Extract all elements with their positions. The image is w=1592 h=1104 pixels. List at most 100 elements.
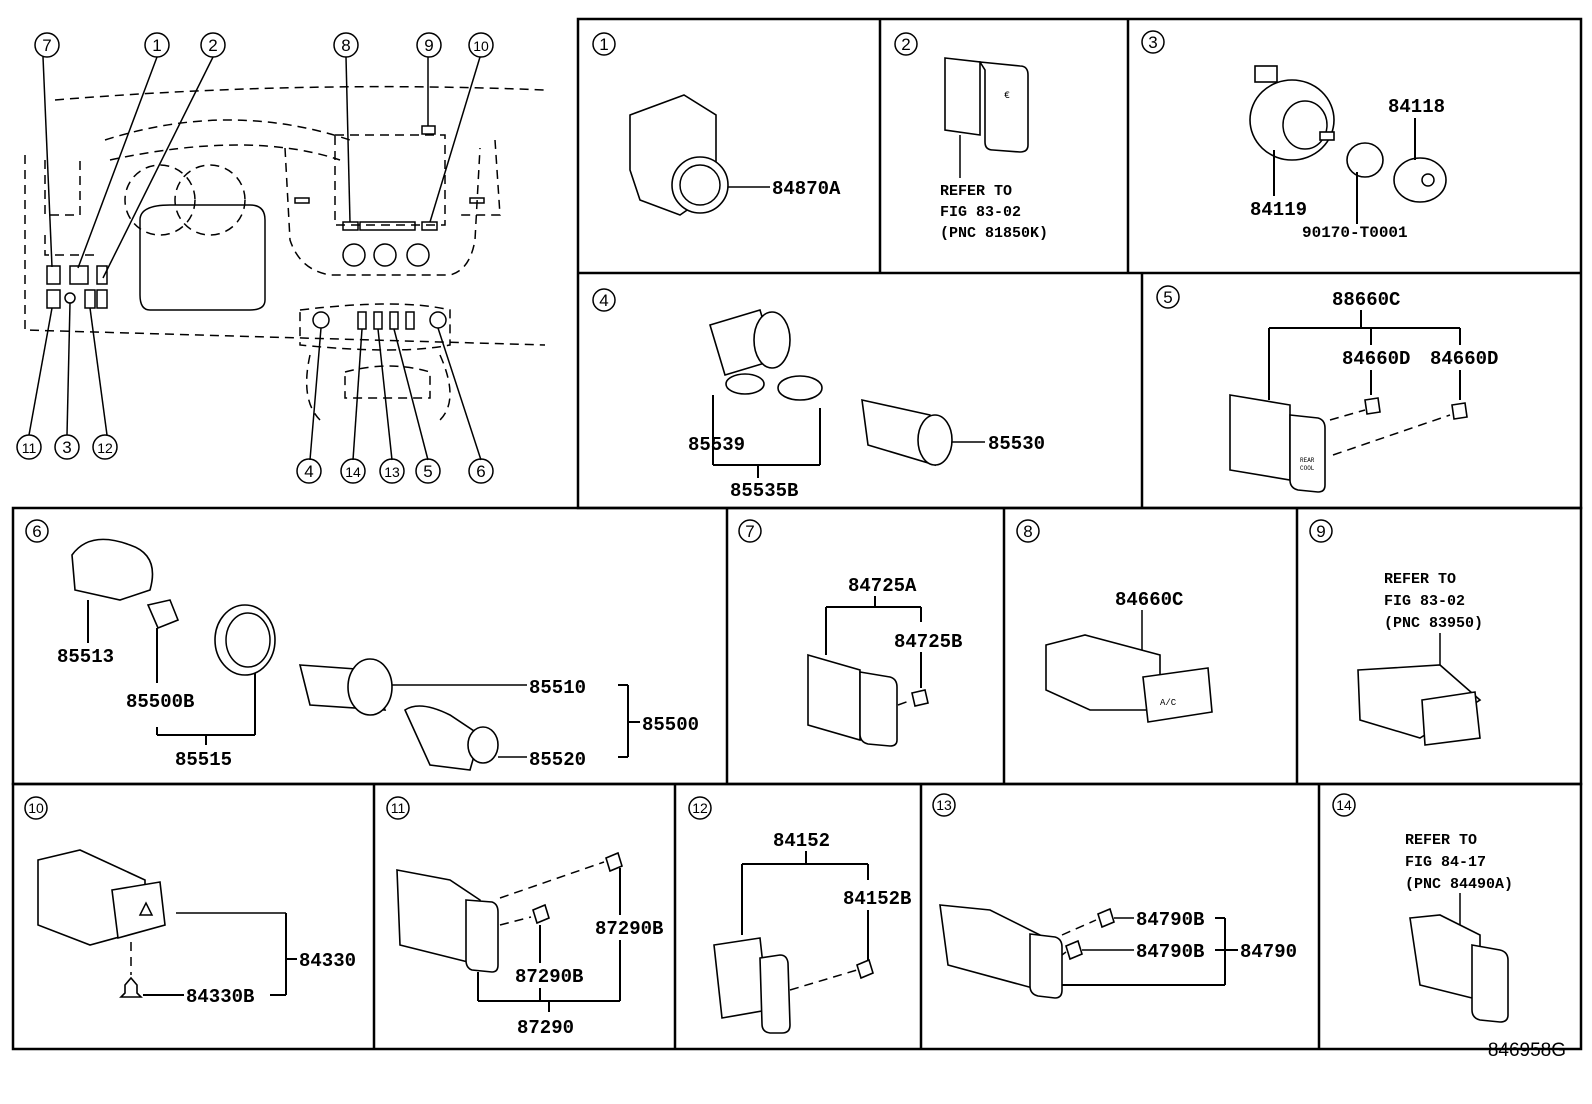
panel-12: 12 84152 84152B xyxy=(688,796,911,1034)
refer-line: FIG 84-17 xyxy=(1405,854,1486,871)
panel-frames xyxy=(11,17,1583,1051)
panel-number: 12 xyxy=(692,800,708,816)
cigarette-lighter-drawing xyxy=(71,538,499,771)
callout-label: 7 xyxy=(42,36,51,55)
callout-label: 9 xyxy=(424,36,433,55)
switch-label-line: REAR xyxy=(1300,457,1315,464)
refer-line: REFER TO xyxy=(940,183,1012,200)
part-number: 84870A xyxy=(772,178,841,200)
ac-switch-drawing: A/C xyxy=(1045,634,1213,723)
panel-number: 8 xyxy=(1023,522,1032,541)
callout-label: 2 xyxy=(208,36,217,55)
part-number: 84660D xyxy=(1342,348,1410,370)
callout-label: 1 xyxy=(152,36,161,55)
panel-4: 4 85539 85535B 85530 xyxy=(592,288,1045,502)
part-number: 85500B xyxy=(126,691,194,713)
callout-14: 14 xyxy=(340,458,366,484)
switch-label-line: COOL xyxy=(1300,465,1315,472)
panel-3: 3 84119 84118 90170-T0001 xyxy=(1141,30,1447,242)
callout-1: 1 xyxy=(144,32,170,58)
callout-13: 13 xyxy=(379,458,405,484)
part-number: 85510 xyxy=(529,677,586,699)
rheostat-drawing xyxy=(1249,65,1447,203)
panel-13: 13 84790B 84790B 84790 xyxy=(932,793,1297,999)
panel-9: 9 REFER TO FIG 83-02 (PNC 83950) xyxy=(1309,519,1483,746)
callout-label: 14 xyxy=(345,464,361,480)
overview-callouts: 7 1 2 8 9 10 11 3 12 4 14 13 5 6 xyxy=(16,32,494,484)
panel-6: 6 85513 85500B 85515 85510 85520 85500 xyxy=(25,519,699,771)
panel-number: 9 xyxy=(1316,522,1325,541)
callout-12: 12 xyxy=(92,434,118,460)
panel-number: 1 xyxy=(599,35,608,54)
callout-6: 6 xyxy=(468,458,494,484)
part-number: 85513 xyxy=(57,646,114,668)
switch-drawing: € xyxy=(944,57,1029,153)
part-number: 90170-T0001 xyxy=(1302,224,1408,242)
callout-11: 11 xyxy=(16,434,42,460)
mirror-switch-drawing xyxy=(629,94,729,216)
part-number: 84330 xyxy=(299,950,356,972)
panel-8: 8 84660C A/C xyxy=(1016,519,1213,723)
part-number: 85539 xyxy=(688,434,745,456)
callout-label: 6 xyxy=(476,462,485,481)
refer-line: FIG 83-02 xyxy=(1384,593,1465,610)
part-number: 85515 xyxy=(175,749,232,771)
panel-10: 10 84330 84330B xyxy=(24,796,356,1008)
part-number: 84660C xyxy=(1115,589,1183,611)
panel-number: 13 xyxy=(936,797,952,813)
panel-number: 7 xyxy=(745,522,754,541)
part-number: 84725B xyxy=(894,631,962,653)
part-number: 87290 xyxy=(517,1017,574,1039)
refer-line: FIG 83-02 xyxy=(940,204,1021,221)
fog-switch-drawing xyxy=(939,904,1115,999)
part-number: 84790B xyxy=(1136,941,1204,963)
refer-line: (PNC 81850K) xyxy=(940,225,1048,242)
part-number: 84118 xyxy=(1388,96,1445,118)
callout-label: 4 xyxy=(304,462,313,481)
panel-2: 2 € REFER TO FIG 83-02 (PNC 81850K) xyxy=(894,32,1048,242)
switch-drawing xyxy=(396,851,623,973)
panel-number: 10 xyxy=(28,800,44,816)
rear-cooler-switch-drawing: REAR COOL xyxy=(1229,394,1468,493)
panel-number: 14 xyxy=(1336,797,1352,813)
switch-drawing xyxy=(1357,664,1482,746)
callout-label: 8 xyxy=(341,36,350,55)
switch-label: A/C xyxy=(1160,698,1177,708)
part-number: 84790 xyxy=(1240,941,1297,963)
part-number: 84152 xyxy=(773,830,830,852)
refer-line: REFER TO xyxy=(1405,832,1477,849)
refer-line: (PNC 83950) xyxy=(1384,615,1483,632)
part-number: 87290B xyxy=(515,966,583,988)
callout-label: 10 xyxy=(473,38,489,54)
callout-label: 13 xyxy=(384,464,400,480)
callout-7: 7 xyxy=(34,32,60,58)
callout-9: 9 xyxy=(416,32,442,58)
callout-label: 11 xyxy=(22,440,37,456)
callout-5: 5 xyxy=(415,458,441,484)
panel-number: 4 xyxy=(599,291,608,310)
part-number: 85500 xyxy=(642,714,699,736)
hazard-switch-drawing xyxy=(37,849,166,998)
part-number: 85520 xyxy=(529,749,586,771)
panel-14: 14 REFER TO FIG 84-17 (PNC 84490A) xyxy=(1332,793,1513,1023)
panel-1: 1 84870A xyxy=(592,32,841,216)
switch-drawing xyxy=(807,653,929,747)
part-number: 84119 xyxy=(1250,199,1307,221)
panel-number: 3 xyxy=(1148,33,1157,52)
panel-number: 6 xyxy=(32,522,41,541)
callout-label: 3 xyxy=(62,438,71,457)
callout-2: 2 xyxy=(200,32,226,58)
panel-11: 11 87290B 87290B 87290 xyxy=(386,796,663,1039)
part-number: 84660D xyxy=(1430,348,1498,370)
hazard-triangle-icon xyxy=(138,901,154,916)
part-number: 85530 xyxy=(988,433,1045,455)
refer-line: REFER TO xyxy=(1384,571,1456,588)
callout-3: 3 xyxy=(54,434,80,460)
callout-label: 5 xyxy=(423,462,432,481)
eco-icon: € xyxy=(1004,91,1010,102)
part-number: 84725A xyxy=(848,575,917,597)
switch-drawing xyxy=(1409,914,1509,1023)
callout-label: 12 xyxy=(97,440,113,456)
callout-8: 8 xyxy=(333,32,359,58)
